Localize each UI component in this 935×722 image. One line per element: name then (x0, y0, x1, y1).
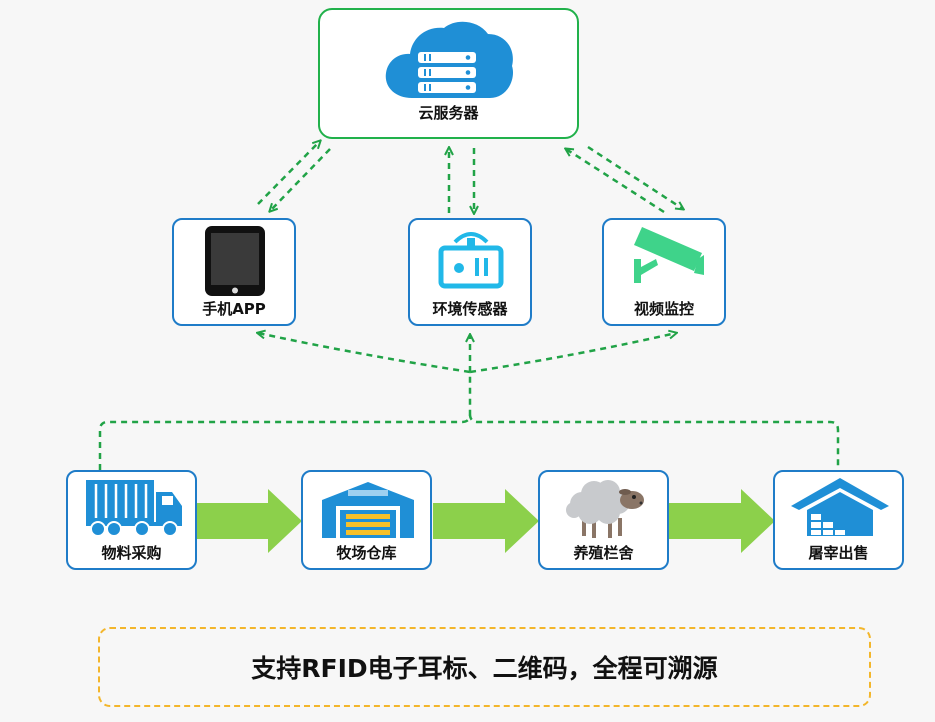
stage-procurement-label: 物料采购 (101, 544, 162, 562)
traceability-note-text: 支持RFID电子耳标、二维码，全程可溯源 (251, 654, 718, 683)
cloud-server-node[interactable]: 云服务器 (318, 8, 579, 139)
flow-arrow-1 (196, 489, 302, 553)
flow-arrow-2 (433, 489, 539, 553)
cloud-server-label: 云服务器 (418, 104, 479, 122)
env-sensor-node[interactable]: 环境传感器 (408, 218, 532, 326)
tablet-icon (205, 226, 265, 296)
env-sensor-label: 环境传感器 (432, 300, 508, 318)
sensor-icon (438, 232, 504, 289)
phone-app-node[interactable]: 手机APP (172, 218, 296, 326)
stage-slaughter-node[interactable]: 屠宰出售 (773, 470, 904, 570)
link-to-phone (258, 333, 471, 374)
link-to-camera (469, 333, 676, 374)
traceability-note: 支持RFID电子耳标、二维码，全程可溯源 (98, 627, 871, 707)
bus-line (98, 372, 840, 470)
stage-pen-label: 养殖栏舍 (573, 544, 634, 562)
stage-procurement-node[interactable]: 物料采购 (66, 470, 197, 570)
stage-slaughter-label: 屠宰出售 (808, 544, 869, 562)
stage-pen-node[interactable]: 养殖栏舍 (538, 470, 669, 570)
slaughterhouse-icon (791, 478, 889, 536)
link-server-to-camera (587, 145, 683, 209)
stage-warehouse-label: 牧场仓库 (336, 544, 397, 562)
truck-icon (86, 480, 182, 537)
video-monitor-node[interactable]: 视频监控 (602, 218, 726, 326)
security-camera-icon (634, 227, 704, 283)
flow-arrow-3 (669, 489, 775, 553)
link-camera-to-server (566, 149, 665, 214)
warehouse-icon (322, 482, 414, 538)
video-monitor-label: 视频监控 (633, 300, 694, 318)
sheep-icon (566, 480, 644, 538)
cloud-server-icon (385, 21, 514, 98)
phone-app-label: 手机APP (202, 300, 266, 318)
link-phone-to-server (257, 141, 320, 205)
stage-warehouse-node[interactable]: 牧场仓库 (301, 470, 432, 570)
link-server-to-phone (270, 148, 331, 211)
